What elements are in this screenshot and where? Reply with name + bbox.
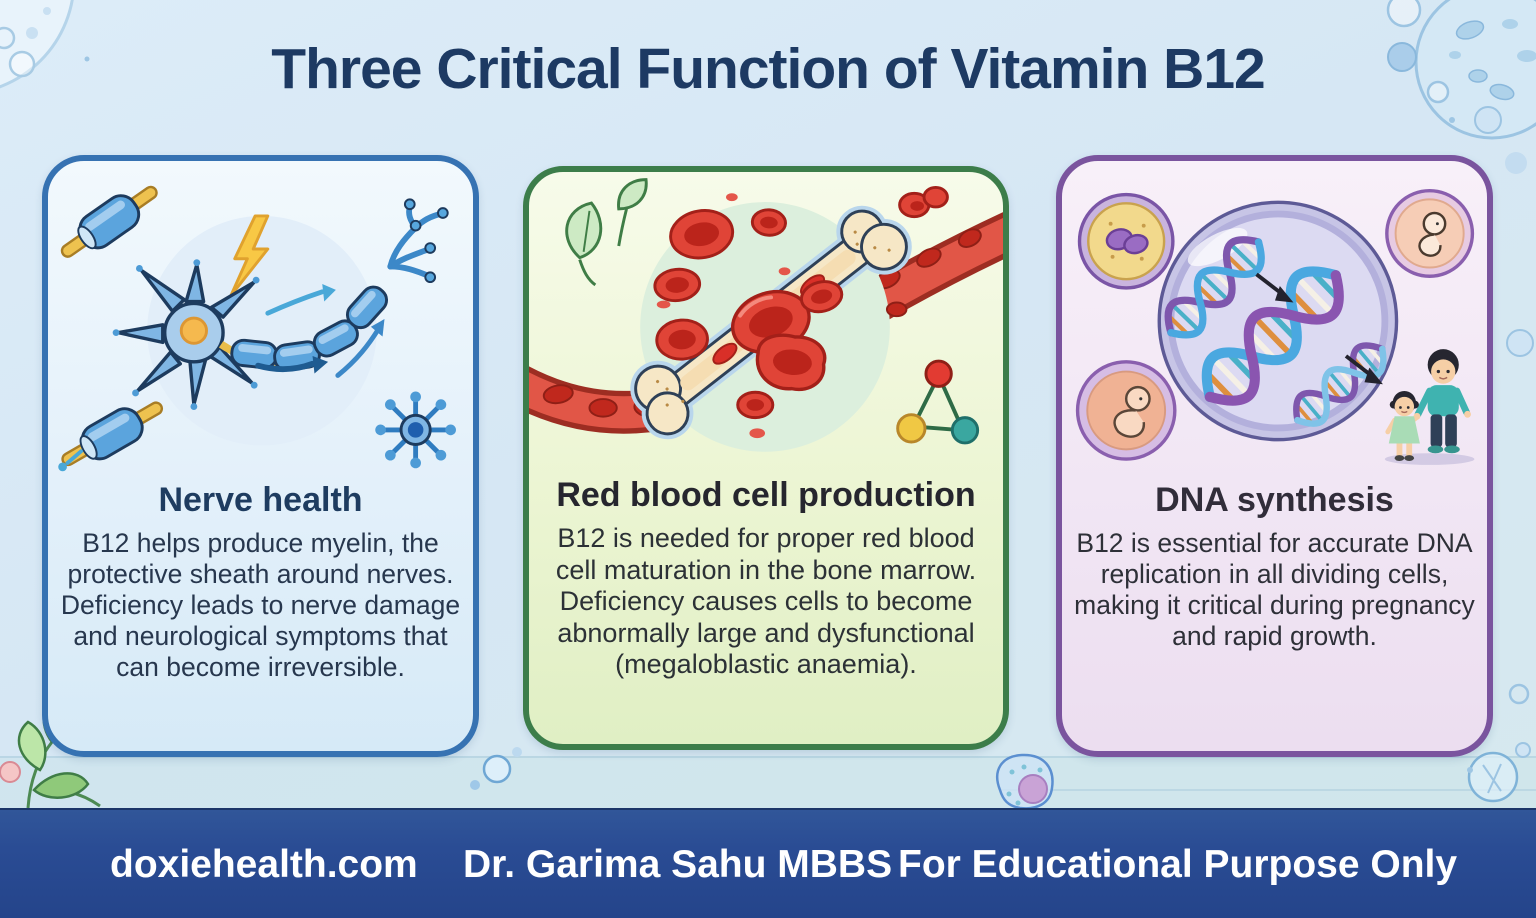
cell-bubble-decoration-top-left [0, 0, 90, 89]
card-illustration-area [529, 172, 1003, 474]
signal-arrows [255, 284, 385, 378]
cell-bubble-decoration-top-right [1386, 0, 1536, 357]
small-arrow [65, 449, 84, 465]
card-illustration-area [48, 161, 473, 479]
bubbles-decoration-bottom-right [1467, 683, 1531, 803]
card-red-blood-cell-production: Red blood cell production B12 is needed … [523, 166, 1009, 750]
page-title: Three Critical Function of Vitamin B12 [271, 37, 1265, 101]
card-dna-synthesis: DNA synthesis B12 is essential for accur… [1056, 155, 1493, 757]
axon-terminal [387, 198, 449, 284]
dna-helix-small-1 [1164, 236, 1265, 339]
dna-helix-central [1201, 266, 1344, 406]
parent-and-child-figures [1384, 349, 1475, 465]
myelin-capsule-top-left [60, 185, 158, 258]
card-body: B12 is essential for accurate DNA replic… [1074, 528, 1475, 651]
nucleus [179, 316, 208, 345]
leaves [565, 178, 648, 287]
lightning-bolt-icon [229, 214, 270, 298]
footer-bar: doxiehealth.com Dr. Garima Sahu MBBS For… [0, 808, 1536, 918]
glial-cell [375, 391, 456, 469]
red-blood-cells [653, 185, 949, 439]
card-body: B12 helps produce myelin, the protective… [60, 528, 461, 682]
neuron-soma [116, 262, 256, 407]
embryo-circle-bottom-left [1075, 360, 1177, 461]
footer-disclaimer: For Educational Purpose Only [898, 843, 1458, 886]
dendrite-tips [112, 259, 260, 410]
card-illustration-area [1062, 161, 1487, 479]
dna-replication-cell-illustration [1075, 188, 1475, 465]
footer-author: Dr. Garima Sahu MBBS [463, 843, 893, 886]
card-title: DNA synthesis [1155, 481, 1394, 519]
bone-speckles [656, 230, 891, 407]
embryo-circle-top-right [1385, 188, 1475, 278]
myelin-segments [230, 285, 389, 372]
footer-site: doxiehealth.com [110, 843, 418, 886]
card-body: B12 is needed for proper red blood cell … [555, 523, 977, 680]
myelin-capsule-bottom-left [61, 401, 164, 467]
bottom-band [0, 756, 1536, 808]
card-title: Red blood cell production [556, 476, 976, 514]
dna-helix-small-2 [1293, 342, 1387, 427]
molecule-diagram [896, 359, 980, 445]
replication-arrows [1255, 272, 1383, 385]
cell-decoration-bottom-center [996, 753, 1054, 810]
cell-with-nucleus [1077, 192, 1175, 290]
neuron-myelin-sheath-illustration [58, 185, 456, 472]
soft-circle-background [147, 215, 377, 446]
bone-marrow-red-blood-cells-illustration [529, 178, 1003, 452]
card-title: Nerve health [158, 481, 363, 519]
card-nerve-health: Nerve health B12 helps produce myelin, t… [42, 155, 479, 757]
